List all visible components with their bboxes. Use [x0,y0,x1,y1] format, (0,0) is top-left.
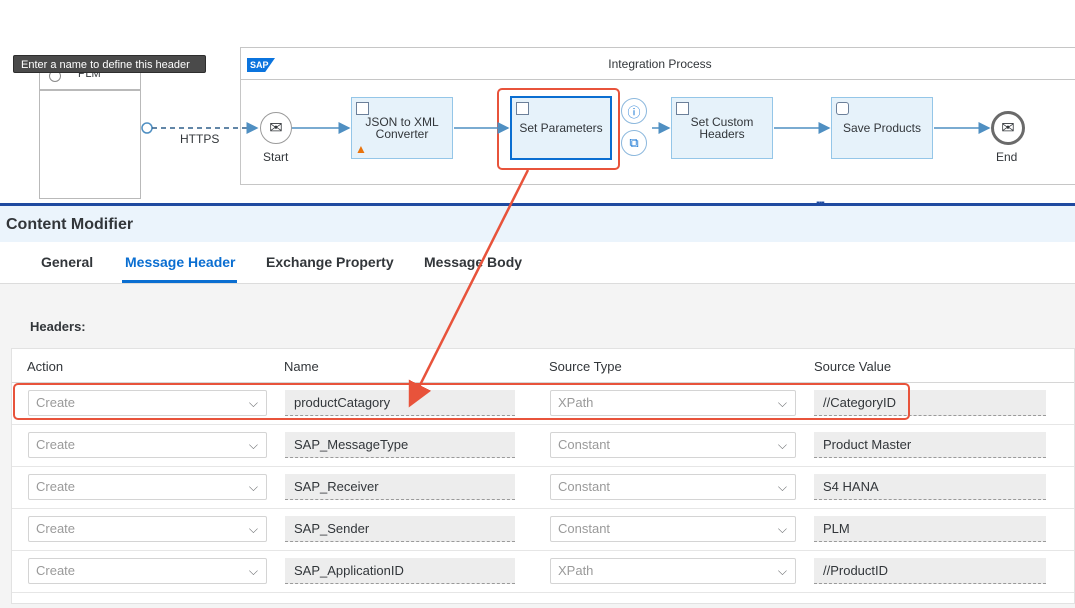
source-type-select[interactable]: Constant ⌵ [550,474,796,500]
tab-general[interactable]: General [41,254,94,270]
envelope-icon: ✉ [1001,120,1015,137]
table-row[interactable]: Create ⌵ SAP_MessageType Constant ⌵ Produc… [12,425,1074,467]
column-header-source-type: Source Type [549,359,622,374]
chevron-down-icon: ⌵ [777,480,787,494]
step-set-custom-headers[interactable]: Set Custom Headers [671,97,773,159]
source-type-select[interactable]: XPath ⌵ [550,390,796,416]
column-header-source-value: Source Value [814,359,892,374]
source-value-input[interactable]: Product Master [814,432,1046,458]
name-input[interactable]: SAP_Sender [285,516,515,542]
chevron-down-icon: ⌵ [248,564,258,578]
source-type-select[interactable]: Constant ⌵ [550,516,796,542]
tab-message-header[interactable]: Message Header [125,254,236,270]
column-header-action: Action [27,359,64,374]
source-type-value: XPath [558,395,594,410]
converter-icon [356,102,369,115]
action-value: Create [36,563,76,578]
source-type-value: Constant [558,479,611,494]
info-icon: ⓘ [627,104,641,120]
start-label: Start [263,150,289,164]
name-input[interactable]: SAP_Receiver [285,474,515,500]
content-modifier-icon [516,102,529,115]
chevron-down-icon: ⌵ [777,396,787,410]
step-json-to-xml-converter[interactable]: JSON to XML Converter ▲ [351,97,453,159]
tooltip: Enter a name to define this header [13,55,206,73]
step-save-products[interactable]: Save Products [831,97,933,159]
connection-label: HTTPS [180,132,220,146]
action-select[interactable]: Create ⌵ [28,558,267,584]
action-select[interactable]: Create ⌵ [28,390,267,416]
tab-bar: General Message Header Exchange Property… [0,242,1075,284]
table-row[interactable]: Create ⌵ SAP_Sender Constant ⌵ PLM [12,509,1074,551]
tab-message-body[interactable]: Message Body [424,254,523,270]
source-value-input[interactable]: S4 HANA [814,474,1046,500]
source-type-select[interactable]: XPath ⌵ [550,558,796,584]
source-type-value: XPath [558,563,594,578]
tab-exchange-property[interactable]: Exchange Property [266,254,394,270]
source-value-input[interactable]: PLM [814,516,1046,542]
start-event[interactable]: ✉ [260,112,292,144]
panel-header: Content Modifier [0,206,1075,242]
copy-icon: ⧉ [629,135,639,150]
integration-flow-canvas[interactable]: PLM Enter a name to define this header H… [0,0,1075,205]
name-input[interactable]: SAP_ApplicationID [285,558,515,584]
panel-body: Headers: Action Name Source Type Source … [0,284,1075,608]
column-header-name: Name [284,359,319,374]
table-row[interactable]: Create ⌵ SAP_ApplicationID XPath ⌵ //Produ… [12,551,1074,593]
action-value: Create [36,437,76,452]
highlight-box-row [13,383,910,420]
step-label: Set Parameters [519,121,603,135]
end-event[interactable]: ✉ [991,111,1025,145]
action-select[interactable]: Create ⌵ [28,432,267,458]
pool-header: SAP Integration Process [241,48,1075,80]
source-type-select[interactable]: Constant ⌵ [550,432,796,458]
sender-participant-plm[interactable]: PLM [39,62,141,199]
chevron-down-icon: ⌵ [248,396,258,410]
panel-title: Content Modifier [6,216,134,233]
section-title: Headers: [30,319,86,334]
warning-icon: ▲ [355,142,367,156]
pool-title: Integration Process [608,57,712,71]
source-type-value: Constant [558,437,611,452]
step-label: Save Products [842,121,922,135]
action-value: Create [36,479,76,494]
chevron-down-icon: ⌵ [248,480,258,494]
chevron-down-icon: ⌵ [248,438,258,452]
participant-divider [40,89,140,91]
content-modifier-icon [676,102,689,115]
chevron-down-icon: ⌵ [777,438,787,452]
panel-divider [0,203,1075,206]
step-label: Set Custom Headers [690,115,754,141]
resize-handle[interactable]: ▪▪▪ [816,198,825,209]
name-input[interactable]: SAP_MessageType [285,432,515,458]
copy-button[interactable]: ⧉ [621,130,647,156]
headers-table: Action Name Source Type Source Value Cre… [11,348,1075,604]
action-select[interactable]: Create ⌵ [28,516,267,542]
info-button[interactable]: ⓘ [621,98,647,124]
chevron-down-icon: ⌵ [248,522,258,536]
end-label: End [996,150,1018,164]
table-header-divider [12,382,1074,383]
chevron-down-icon: ⌵ [777,564,787,578]
envelope-icon: ✉ [269,120,283,137]
highlight-box-step [497,88,620,170]
chevron-down-icon: ⌵ [777,522,787,536]
source-value-input[interactable]: //ProductID [814,558,1046,584]
action-value: Create [36,521,76,536]
action-select[interactable]: Create ⌵ [28,474,267,500]
action-value: Create [36,395,76,410]
step-set-parameters[interactable]: Set Parameters [510,96,612,160]
table-row[interactable]: Create ⌵ SAP_Receiver Constant ⌵ S4 HANA [12,467,1074,509]
active-tab-indicator [122,280,237,283]
source-value-input[interactable]: //CategoryID [814,390,1046,416]
step-label: JSON to XML Converter [365,115,439,141]
data-store-icon [836,102,849,115]
source-type-value: Constant [558,521,611,536]
